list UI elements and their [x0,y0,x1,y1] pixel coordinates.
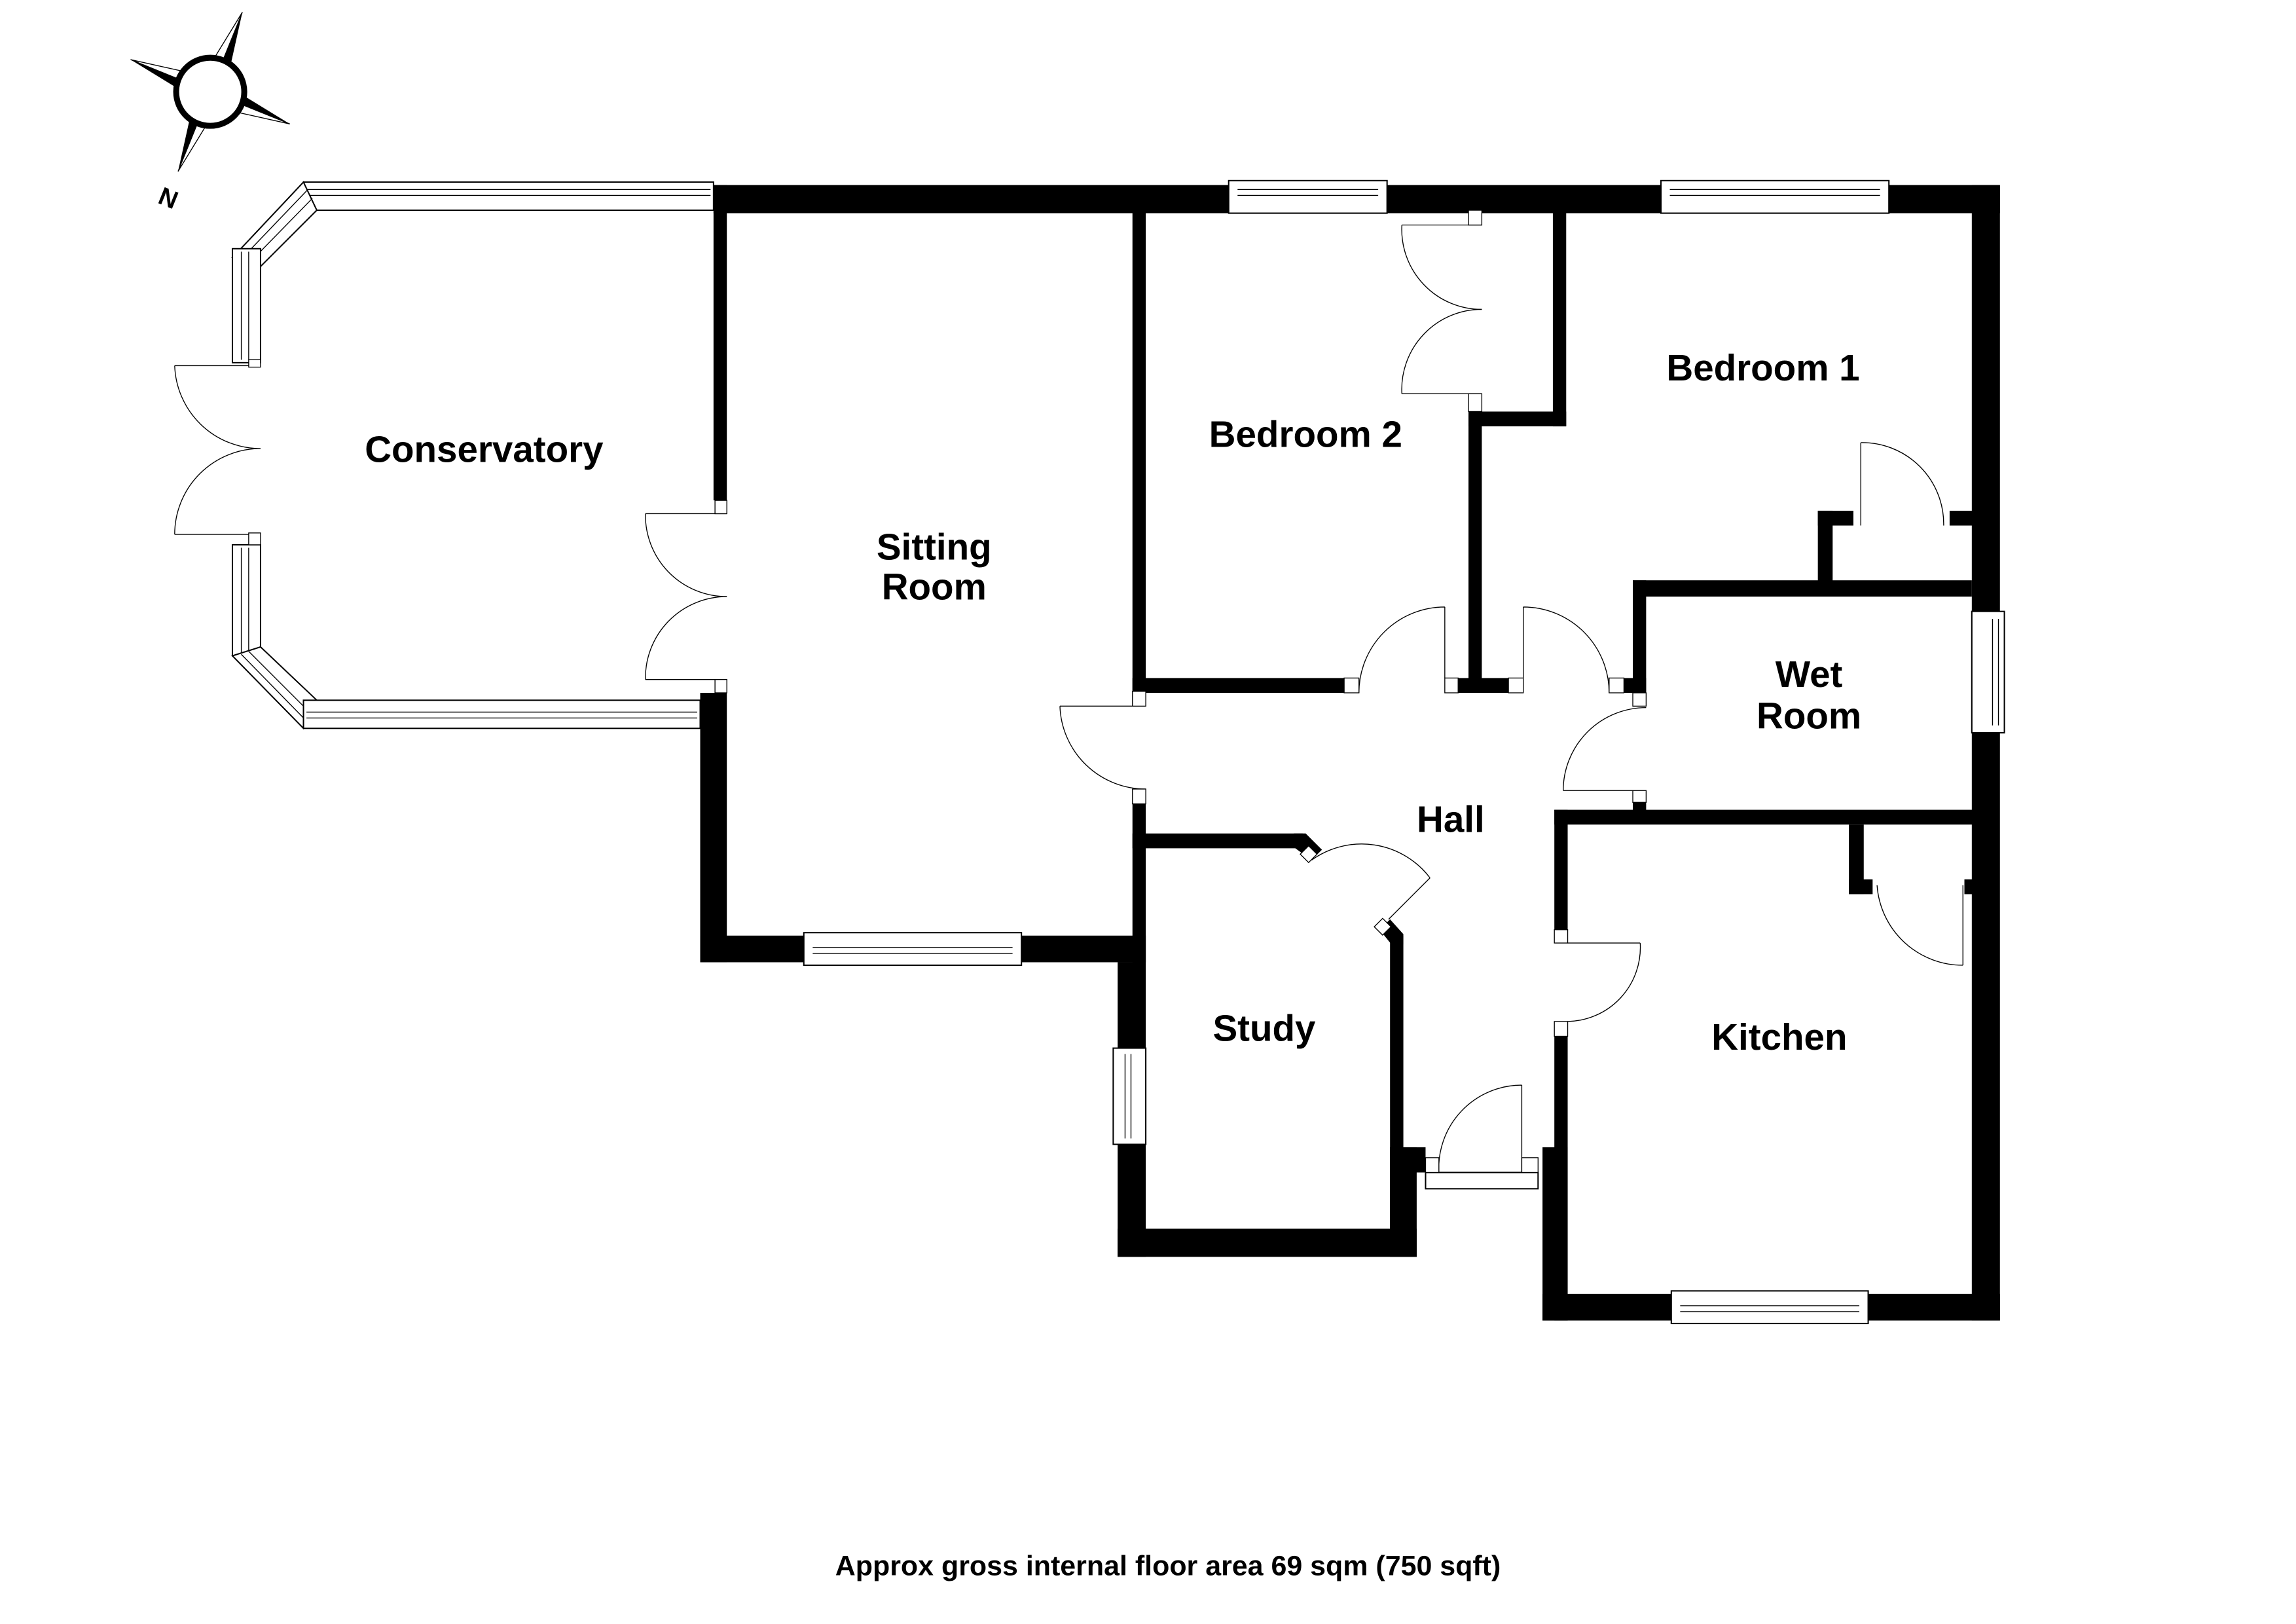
room-label-bedroom-1: Bedroom 1 [1666,347,1859,388]
compass-icon [130,12,290,172]
room-label-sitting-room-line2: Room [882,566,987,608]
room-label-conservatory: Conservatory [365,428,604,470]
room-label-hall: Hall [1417,799,1485,840]
conservatory-glazing [231,181,714,730]
room-label-study: Study [1212,1007,1316,1048]
windows [803,179,2005,1325]
room-label-kitchen: Kitchen [1711,1016,1847,1058]
room-label-bedroom-2: Bedroom 2 [1209,414,1402,455]
room-label-wet-room-line1: Wet [1776,654,1843,695]
floor-area-caption: Approx gross internal floor area 69 sqm … [835,1550,1501,1581]
doors [645,210,1963,1173]
north-label: N [155,182,182,215]
room-label-sitting-room-line1: Sitting [877,526,992,568]
walls [700,185,2000,1321]
conservatory-french-door [174,359,261,545]
room-label-wet-room-line2: Room [1757,695,1861,736]
